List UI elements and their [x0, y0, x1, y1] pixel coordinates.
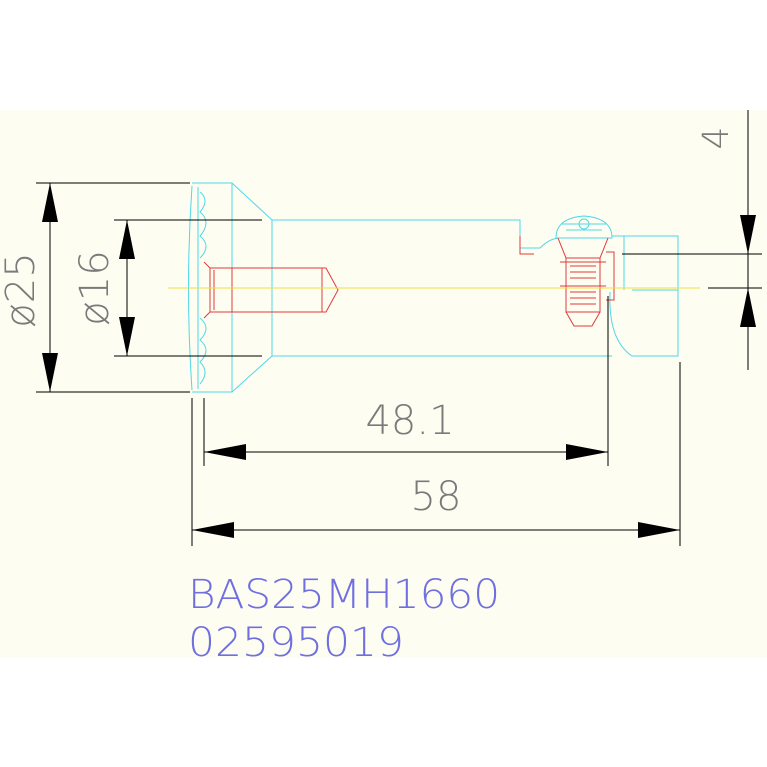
dimension-inner-diameter: ø16	[72, 250, 118, 325]
arrow-481-left	[204, 444, 246, 460]
arrow-d25-bottom	[42, 353, 58, 392]
dimension-length-short: 48.1	[365, 398, 454, 444]
arrow-58-right	[638, 522, 680, 538]
arrow-d16-top	[119, 220, 135, 259]
drawing-sheet	[0, 110, 767, 658]
arrow-481-right	[566, 444, 608, 460]
dimension-offset: 4	[696, 127, 737, 150]
internal-detail	[203, 236, 615, 327]
arrow-d16-bottom	[119, 317, 135, 356]
arrow-d25-top	[42, 183, 58, 222]
arrow-58-left	[192, 522, 234, 538]
dimension-arrows	[42, 183, 756, 538]
dimension-outer-diameter: ø25	[0, 252, 44, 327]
order-code: 02595019	[188, 620, 404, 666]
dimension-length-total: 58	[411, 474, 462, 520]
arrow-offset-top	[740, 215, 756, 254]
arrow-offset-bottom	[740, 288, 756, 327]
part-number: BAS25MH1660	[188, 572, 500, 618]
